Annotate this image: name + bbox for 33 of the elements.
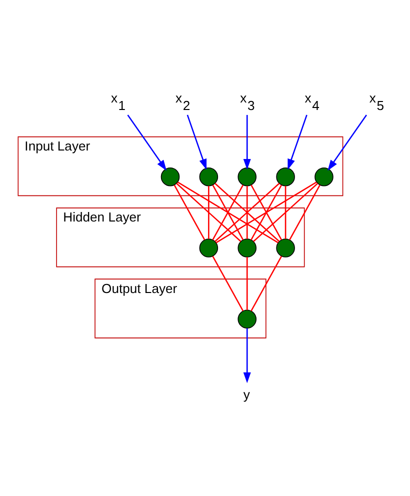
arrow — [328, 114, 367, 171]
connector — [174, 184, 206, 240]
node-circle — [238, 167, 257, 186]
connector — [246, 257, 248, 310]
node-circle — [276, 167, 295, 186]
connector — [250, 256, 282, 312]
arrow — [186, 114, 207, 170]
node-circle — [160, 167, 180, 186]
arrow — [288, 114, 308, 170]
node-circle — [199, 238, 218, 258]
node-circle — [238, 310, 257, 329]
connector — [246, 186, 248, 239]
node-circle — [238, 238, 257, 258]
connector — [253, 182, 318, 242]
cluster: Output Layer — [94, 278, 266, 338]
node-text: y — [243, 387, 250, 402]
connector — [212, 256, 244, 312]
connector — [212, 184, 244, 240]
connector — [214, 182, 280, 242]
node-circle — [199, 167, 218, 186]
arrow — [243, 114, 251, 170]
cluster: Input Layer — [18, 136, 344, 196]
connector — [177, 182, 278, 244]
node-circle — [314, 167, 334, 186]
connector — [284, 186, 286, 239]
connector — [176, 182, 242, 242]
arrow — [127, 114, 167, 171]
connector — [216, 182, 317, 244]
node-circle — [276, 238, 295, 258]
connector — [289, 184, 320, 240]
cluster: Hidden Layer — [56, 208, 305, 268]
connector — [208, 186, 210, 239]
arrow — [243, 328, 251, 384]
